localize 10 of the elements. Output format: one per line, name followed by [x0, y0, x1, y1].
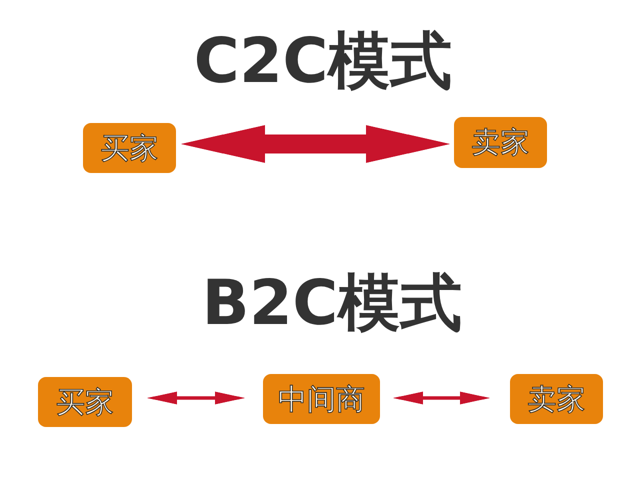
role-box: 买家: [83, 123, 176, 173]
role-box: 中间商: [263, 374, 380, 424]
heading: C2C模式: [194, 30, 452, 92]
role-box: 买家: [38, 377, 132, 427]
double-arrow: [147, 392, 245, 404]
heading: B2C模式: [202, 272, 462, 334]
role-box: 卖家: [454, 117, 547, 168]
role-box: 卖家: [510, 374, 603, 424]
double-arrow: [181, 125, 450, 163]
double-arrow: [393, 392, 490, 404]
